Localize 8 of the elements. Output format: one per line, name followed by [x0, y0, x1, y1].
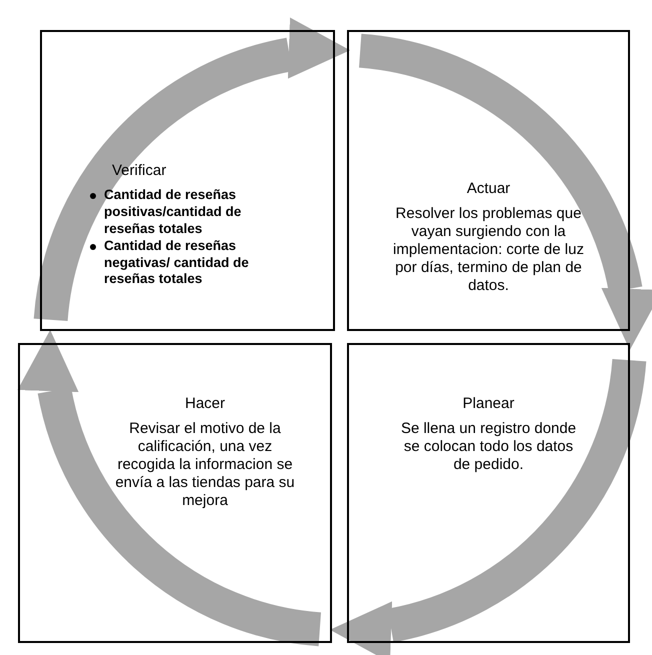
step-heading: Actuar: [466, 180, 510, 197]
curved-arrow: [358, 34, 652, 351]
step-description: Se llena un registro donde se colocan todo los datos de pedido.: [400, 420, 578, 474]
step-description: Resolver los problemas que vayan surgiendo con la implementacion: corte de luz por días, termino de plan de datos.: [392, 205, 585, 295]
quadrant-box: [347, 343, 630, 643]
step-heading: Planear: [462, 395, 514, 412]
quadrant-box: [347, 30, 630, 331]
curved-arrow: [329, 358, 646, 655]
